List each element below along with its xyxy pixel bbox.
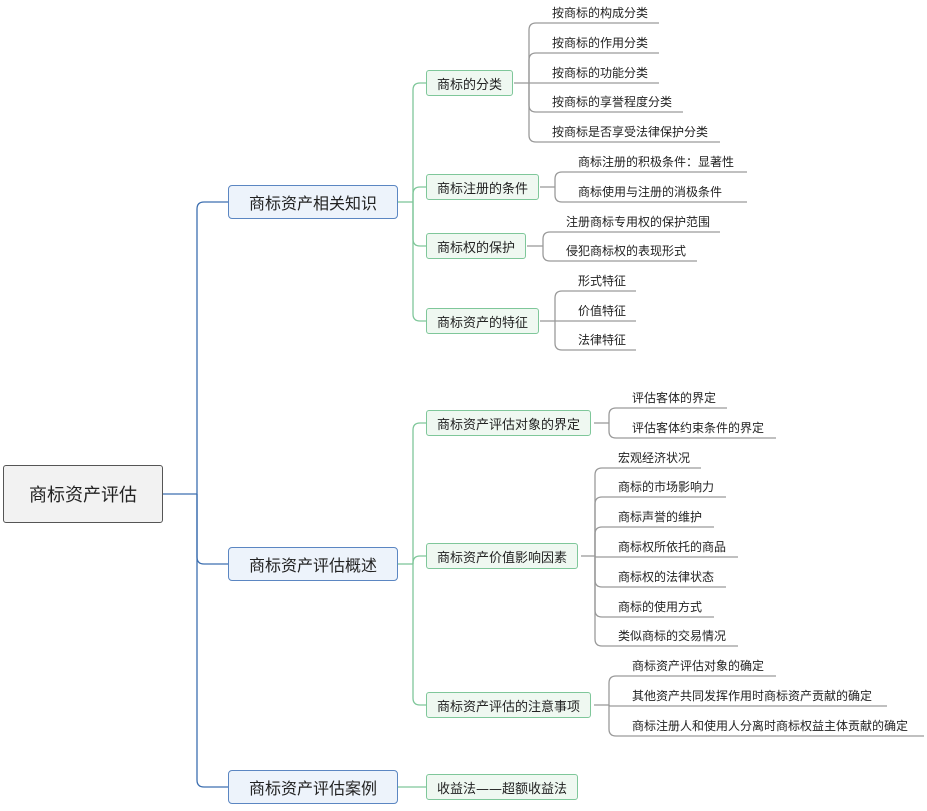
topic-label: 商标注册的条件 bbox=[437, 181, 529, 197]
topic-node[interactable]: 商标资产的特征 bbox=[426, 308, 540, 334]
leaf-underline bbox=[608, 705, 924, 737]
topic-label: 商标资产评估对象的界定 bbox=[437, 417, 581, 433]
leaf-item[interactable]: 价值特征 bbox=[578, 304, 627, 318]
topic-node[interactable]: 商标资产价值影响因素 bbox=[426, 543, 579, 569]
leaf-underline bbox=[528, 22, 659, 83]
subbranch-connector bbox=[412, 202, 426, 247]
subbranch-connector bbox=[412, 422, 426, 564]
leaf-item[interactable]: 法律特征 bbox=[578, 333, 627, 347]
subbranch-connector bbox=[412, 186, 426, 202]
topic-label: 收益法——超额收益法 bbox=[437, 781, 568, 797]
branch-label: 商标资产评估概述 bbox=[248, 556, 377, 575]
leaf-item[interactable]: 商标注册的积极条件：显著性 bbox=[578, 155, 735, 169]
subbranch-connector bbox=[412, 202, 426, 322]
leaf-item[interactable]: 商标使用与注册的消极条件 bbox=[578, 185, 723, 199]
topic-label: 商标资产的特征 bbox=[437, 315, 529, 331]
branch-connector bbox=[196, 201, 228, 494]
leaf-underline bbox=[594, 496, 726, 556]
topic-node[interactable]: 商标资产评估对象的界定 bbox=[426, 410, 592, 436]
leaf-item[interactable]: 其他资产共同发挥作用时商标资产贡献的确定 bbox=[632, 689, 873, 703]
leaf-underline bbox=[554, 290, 636, 321]
topic-label: 商标权的保护 bbox=[437, 240, 516, 256]
branch-overview[interactable]: 商标资产评估概述 bbox=[228, 547, 398, 581]
leaf-item[interactable]: 侵犯商标权的表现形式 bbox=[566, 244, 687, 258]
leaf-underline bbox=[594, 556, 738, 647]
topic-node[interactable]: 商标资产评估的注意事项 bbox=[426, 692, 592, 718]
leaf-item[interactable]: 按商标的享誉程度分类 bbox=[552, 95, 673, 109]
leaf-underline bbox=[608, 423, 776, 439]
leaf-item[interactable]: 商标的市场影响力 bbox=[618, 480, 715, 494]
leaf-underline bbox=[542, 246, 697, 262]
root-node[interactable]: 商标资产评估 bbox=[3, 465, 163, 523]
branch-related-knowledge[interactable]: 商标资产相关知识 bbox=[228, 185, 398, 219]
topic-node[interactable]: 收益法——超额收益法 bbox=[426, 774, 579, 800]
topic-label: 商标资产评估的注意事项 bbox=[437, 699, 581, 715]
leaf-underline bbox=[594, 526, 714, 556]
leaf-underline bbox=[554, 321, 636, 351]
leaf-item[interactable]: 注册商标专用权的保护范围 bbox=[566, 215, 711, 229]
subbranch-connector bbox=[412, 555, 426, 564]
branch-case[interactable]: 商标资产评估案例 bbox=[228, 770, 398, 804]
leaf-item[interactable]: 宏观经济状况 bbox=[618, 451, 691, 465]
leaf-item[interactable]: 评估客体的界定 bbox=[632, 391, 717, 405]
leaf-item[interactable]: 按商标的构成分类 bbox=[552, 6, 649, 20]
branch-connector bbox=[196, 494, 228, 565]
leaf-item[interactable]: 商标资产评估对象的确定 bbox=[632, 659, 765, 673]
leaf-item[interactable]: 商标注册人和使用人分离时商标权益主体贡献的确定 bbox=[632, 719, 909, 733]
leaf-item[interactable]: 评估客体约束条件的界定 bbox=[632, 421, 765, 435]
branch-label: 商标资产相关知识 bbox=[248, 194, 377, 213]
leaf-underline bbox=[608, 675, 776, 705]
leaf-item[interactable]: 商标的使用方式 bbox=[618, 600, 703, 614]
leaf-item[interactable]: 按商标的作用分类 bbox=[552, 36, 649, 50]
leaf-item[interactable]: 形式特征 bbox=[578, 274, 627, 288]
branch-label: 商标资产评估案例 bbox=[248, 779, 377, 798]
branch-connector bbox=[196, 494, 228, 788]
leaf-underline bbox=[528, 83, 720, 143]
leaf-item[interactable]: 按商标的功能分类 bbox=[552, 66, 649, 80]
leaf-underline bbox=[608, 704, 887, 707]
subbranch-connector bbox=[412, 564, 426, 706]
leaf-item[interactable]: 商标权的法律状态 bbox=[618, 570, 715, 584]
topic-label: 商标的分类 bbox=[437, 77, 503, 93]
topic-node[interactable]: 商标权的保护 bbox=[426, 233, 527, 259]
topic-node[interactable]: 商标的分类 bbox=[426, 70, 514, 96]
leaf-underline bbox=[528, 52, 659, 83]
leaf-item[interactable]: 按商标是否享受法律保护分类 bbox=[552, 125, 709, 139]
leaf-item[interactable]: 类似商标的交易情况 bbox=[618, 629, 727, 643]
leaf-underline bbox=[594, 467, 701, 556]
leaf-item[interactable]: 商标权所依托的商品 bbox=[618, 540, 727, 554]
leaf-underline bbox=[554, 171, 747, 187]
leaf-item[interactable]: 商标声誉的维护 bbox=[618, 510, 703, 524]
leaf-underline bbox=[594, 555, 738, 558]
subbranch-connector bbox=[412, 82, 426, 202]
topic-label: 商标资产价值影响因素 bbox=[437, 550, 568, 566]
leaf-underline bbox=[542, 231, 720, 246]
leaf-underline bbox=[554, 187, 747, 203]
root-label: 商标资产评估 bbox=[29, 485, 137, 506]
topic-node[interactable]: 商标注册的条件 bbox=[426, 174, 540, 200]
leaf-underline bbox=[608, 407, 727, 423]
